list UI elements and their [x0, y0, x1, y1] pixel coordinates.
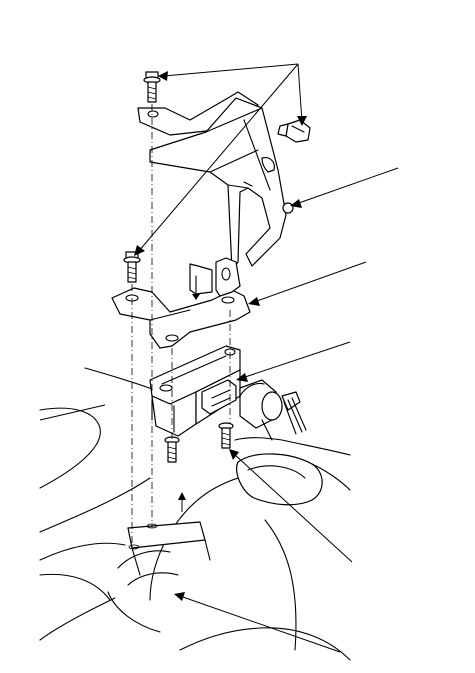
flange-bolt-right: [277, 119, 311, 143]
callout-leaders: [39, 63, 399, 653]
electronic-control-unit: [149, 345, 241, 437]
flange-bolt-lower-right: [218, 422, 234, 449]
flange-bolt-middle: [123, 251, 141, 283]
flange-bolt-lower-left: [164, 436, 180, 463]
wire-harness-connector: [239, 379, 307, 441]
upper-bracket: [137, 91, 294, 271]
vehicle-body-outline: [39, 367, 351, 661]
direction-arrows: [178, 282, 200, 512]
flange-bolt-top: [143, 71, 161, 103]
alignment-lines: [128, 104, 231, 550]
mounting-bracket: [111, 257, 251, 349]
